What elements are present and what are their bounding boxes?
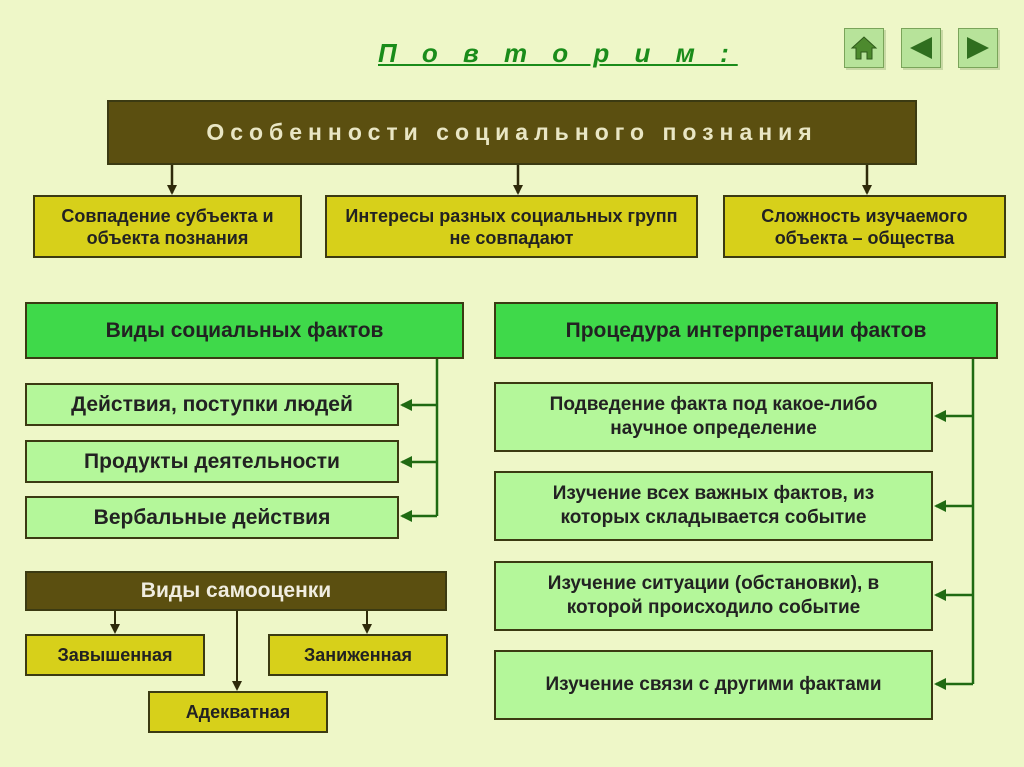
interpretation-item-3: Изучение ситуации (обстановки), в которо… — [494, 561, 933, 631]
self-esteem-item-underestimated: Заниженная — [268, 634, 448, 676]
top-item-2: Интересы разных социальных групп не совп… — [325, 195, 698, 258]
home-icon — [850, 36, 878, 60]
fact-item-2: Продукты деятельности — [25, 440, 399, 483]
self-esteem-header: Виды самооценки — [25, 571, 447, 611]
fact-item-1: Действия, поступки людей — [25, 383, 399, 426]
interpretation-header: Процедура интерпретации фактов — [494, 302, 998, 359]
top-item-1: Совпадение субъекта и объекта познания — [33, 195, 302, 258]
interpretation-item-2: Изучение всех важных фактов, из которых … — [494, 471, 933, 541]
arrow-left-icon — [910, 37, 932, 59]
next-button[interactable] — [958, 28, 998, 68]
interpretation-item-1: Подведение факта под какое-либо научное … — [494, 382, 933, 452]
slide-title: П о в т о р и м : — [378, 38, 738, 68]
arrow-right-icon — [967, 37, 989, 59]
self-esteem-item-inflated: Завышенная — [25, 634, 205, 676]
prev-button[interactable] — [901, 28, 941, 68]
social-cognition-header: Особенности социального познания — [107, 100, 917, 165]
self-esteem-item-adequate: Адекватная — [148, 691, 328, 733]
top-item-3: Сложность изучаемого объекта – общества — [723, 195, 1006, 258]
facts-header: Виды социальных фактов — [25, 302, 464, 359]
interpretation-item-4: Изучение связи с другими фактами — [494, 650, 933, 720]
home-button[interactable] — [844, 28, 884, 68]
fact-item-3: Вербальные действия — [25, 496, 399, 539]
